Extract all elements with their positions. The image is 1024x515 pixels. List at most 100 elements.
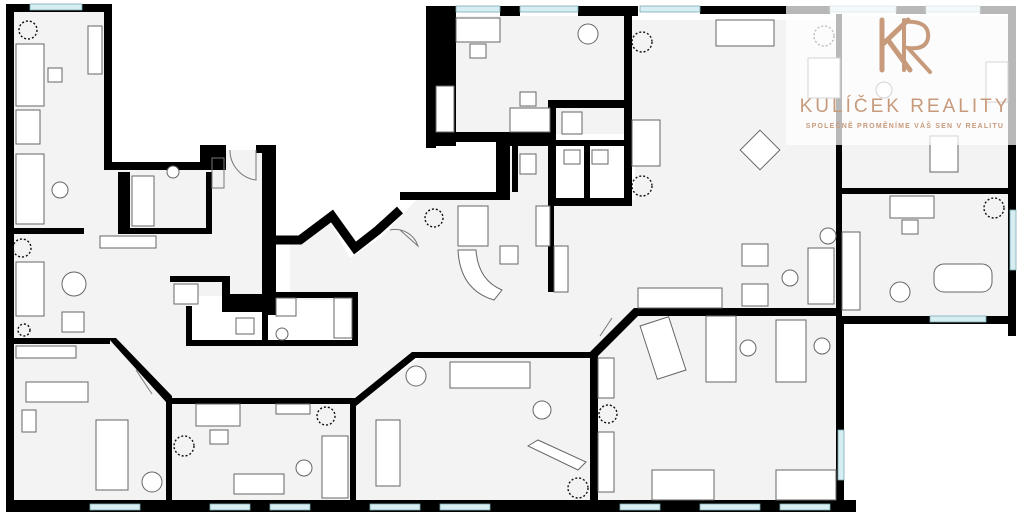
toilet <box>519 153 537 175</box>
counter <box>275 297 297 317</box>
window <box>699 503 761 511</box>
window <box>619 503 661 511</box>
window <box>1009 209 1017 271</box>
cabinet <box>597 431 615 493</box>
cabinet <box>15 109 41 145</box>
toilet <box>561 111 583 135</box>
sofa <box>15 153 45 225</box>
desk <box>509 107 551 133</box>
shelf <box>333 297 353 339</box>
window <box>929 315 987 323</box>
window <box>89 503 141 511</box>
armchair <box>741 243 769 267</box>
brand-tagline: SPOLEČNĚ PROMĚNÍME VÁŠ SEN V REALITU <box>805 123 1005 130</box>
treatment-bed <box>25 381 89 403</box>
desk <box>889 195 935 219</box>
plant-icon <box>424 208 444 228</box>
brand-name: KULÍČEK REALITY <box>799 96 1011 117</box>
plants <box>12 20 1005 499</box>
brand-watermark: KULÍČEK REALITY SPOLEČNĚ PROMĚNÍME VÁŠ S… <box>786 0 1024 145</box>
doors <box>135 149 613 395</box>
chair <box>901 219 919 235</box>
sink <box>591 149 609 165</box>
chair <box>519 91 537 107</box>
cabinet <box>275 403 311 415</box>
treatment-bed <box>639 316 687 380</box>
window <box>29 3 83 11</box>
plant-icon <box>12 238 32 258</box>
chair <box>47 67 63 83</box>
floor-south-room-3 <box>356 358 592 502</box>
sofa <box>15 261 45 317</box>
lamp <box>166 165 180 179</box>
stool <box>739 339 757 357</box>
toilet-bowl <box>275 327 289 341</box>
plant-icon <box>598 404 618 424</box>
chair <box>209 429 229 445</box>
door-swing <box>135 369 153 395</box>
sink <box>563 149 581 165</box>
window <box>439 503 491 511</box>
armchair <box>61 311 85 333</box>
round-table <box>51 181 69 199</box>
cabinet <box>553 245 569 293</box>
sofa <box>715 19 775 47</box>
door-swing <box>389 228 420 248</box>
plant-icon <box>631 175 653 197</box>
sofa <box>807 247 835 305</box>
desk <box>457 205 489 247</box>
window <box>209 503 251 511</box>
sofa <box>631 119 661 167</box>
toilet <box>235 317 255 335</box>
plant-icon <box>173 435 195 457</box>
stool <box>813 337 831 355</box>
treatment-bed <box>449 361 531 389</box>
cabinet <box>321 435 349 499</box>
window <box>519 5 579 13</box>
window <box>837 429 845 481</box>
chair <box>499 245 519 265</box>
desk <box>455 17 501 43</box>
stool <box>532 400 552 420</box>
sofa <box>841 231 861 311</box>
window <box>779 503 831 511</box>
round-table <box>577 23 599 45</box>
window <box>639 5 701 13</box>
plant-icon <box>18 20 38 40</box>
curved-reception <box>457 249 503 301</box>
armchair <box>741 283 769 307</box>
cabinet <box>597 357 615 399</box>
desk <box>651 469 715 501</box>
chair <box>469 43 487 59</box>
window <box>369 503 421 511</box>
round-table <box>61 271 87 297</box>
stool <box>21 409 37 433</box>
plant-icon <box>17 323 31 337</box>
round-table <box>781 269 799 287</box>
plant-icon <box>316 406 336 426</box>
sink <box>173 283 199 305</box>
exercise-bench <box>526 439 587 471</box>
cabinet <box>435 85 455 133</box>
treatment-table <box>933 263 993 293</box>
stool <box>889 281 911 303</box>
furniture <box>15 17 1009 501</box>
door-swing <box>229 149 257 181</box>
cabinet <box>535 205 551 247</box>
counter <box>637 287 723 309</box>
brand-logo-mark <box>879 17 932 74</box>
bench <box>99 235 157 249</box>
closet <box>131 175 155 227</box>
window <box>455 5 501 13</box>
stool <box>295 459 313 477</box>
treatment-bed <box>705 315 737 383</box>
stool <box>141 471 163 493</box>
desk <box>15 43 45 107</box>
round-table <box>405 365 427 387</box>
treatment-bed <box>775 319 807 383</box>
plant-icon <box>631 31 653 53</box>
window <box>269 503 311 511</box>
treatment-table <box>95 419 129 491</box>
cabinet <box>87 25 103 75</box>
lamp <box>819 227 837 245</box>
